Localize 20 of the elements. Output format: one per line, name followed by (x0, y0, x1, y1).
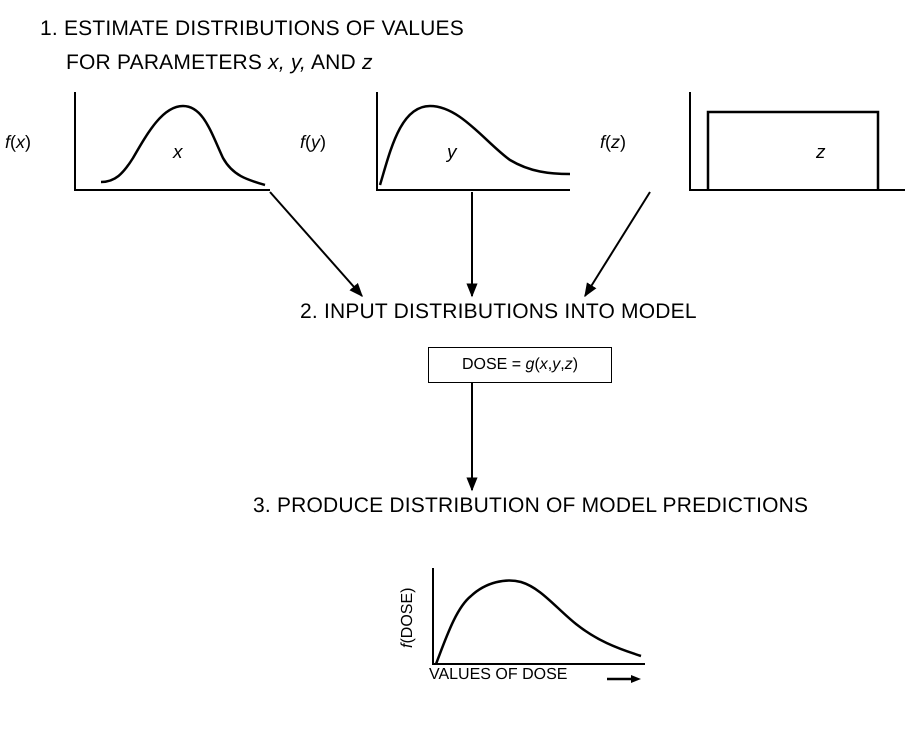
arrow (269, 191, 363, 298)
formula-text: DOSE = g(x,y,z) (462, 356, 578, 374)
step-heading: 3. PRODUCE DISTRIBUTION OF MODEL PREDICTIONS (253, 494, 808, 518)
axis-label: VALUES OF DOSE (429, 666, 568, 684)
formula-box (428, 347, 612, 383)
step-heading: 1. ESTIMATE DISTRIBUTIONS OF VALUES FOR PARAMETERS x, y, AND z (40, 16, 465, 76)
axis-label: f(y) (300, 132, 326, 153)
axis-label: f(DOSE) (399, 588, 417, 648)
axis-label: f(z) (600, 132, 626, 153)
distribution-plot (600, 92, 907, 192)
curve-label: x (173, 142, 182, 164)
arrow (466, 192, 478, 298)
curve-label: y (447, 142, 456, 164)
distribution-plot (300, 92, 570, 192)
curve-label: z (816, 142, 826, 164)
distribution-plot (5, 92, 270, 192)
step-heading: 2. INPUT DISTRIBUTIONS INTO MODEL (300, 300, 697, 324)
arrow (584, 191, 651, 298)
axis-label: f(x) (5, 132, 32, 153)
arrow (466, 383, 478, 492)
